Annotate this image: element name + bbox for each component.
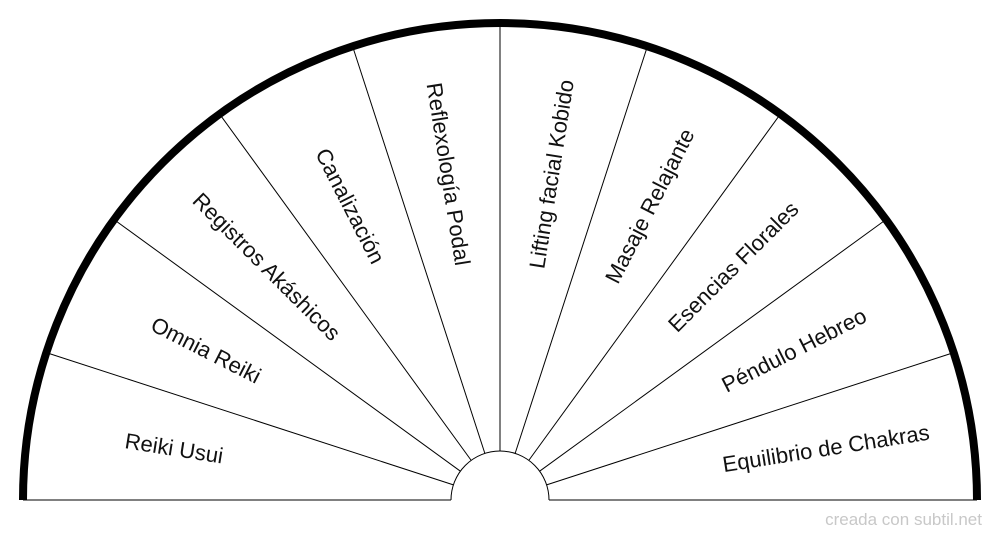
credit-text: creada con subtil.net [825, 510, 982, 529]
sector-divider-line [539, 219, 887, 472]
sector-label: Reiki Usui [123, 428, 225, 468]
outer-arc [19, 19, 981, 501]
sector-divider-line [219, 113, 472, 461]
sector-label: Esencias Florales [663, 196, 803, 336]
sector-label: Masaje Relajante [600, 125, 699, 288]
sector-divider-line [528, 113, 781, 461]
sector-label: Omnia Reiki [147, 312, 265, 389]
sector-divider-line [113, 219, 461, 472]
sector-label: Equilibrio de Chakras [721, 420, 931, 477]
sector-divider-line [514, 46, 648, 454]
sector-divider-line [546, 352, 954, 486]
center-hub-arc [450, 450, 550, 501]
sector-label: Péndulo Hebreo [718, 303, 871, 397]
sector-label: Reflexología Podal [422, 81, 476, 267]
sector-divider-line [352, 46, 486, 454]
sector-label: Canalización [310, 144, 389, 268]
sector-label: Lifting facial Kobido [524, 78, 579, 270]
sector-dividers [46, 23, 954, 486]
sector-label: Registros Akáshicos [188, 188, 346, 346]
sector-divider-line [46, 352, 454, 486]
